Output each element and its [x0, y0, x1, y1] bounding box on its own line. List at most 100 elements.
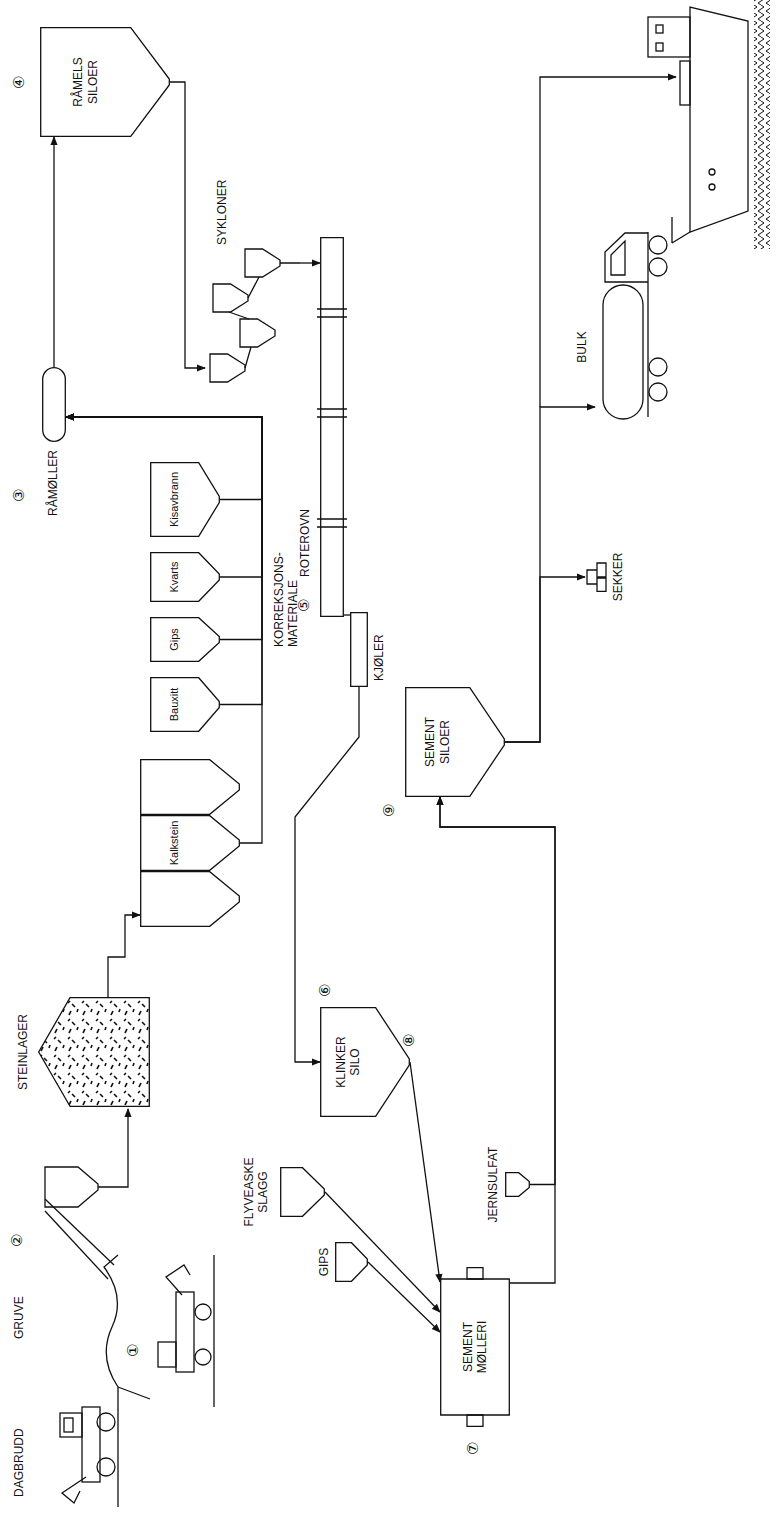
clinker-silo-outline: [321, 1008, 410, 1117]
cement-mill-outline: [467, 1415, 483, 1426]
flow-line: [66, 417, 262, 640]
clinker-cooler: KJØLER: [350, 612, 368, 687]
material-hopper-outline: [151, 553, 220, 602]
mine-loader: [166, 1265, 190, 1295]
rotary-kiln-outline: [317, 238, 347, 617]
text-holder: RÅMØLLER: [46, 450, 60, 516]
node-label: Kisavbrann: [168, 472, 181, 527]
text-holder: SEMENT MØLLERI: [440, 1279, 510, 1415]
node-heading: SEKKER: [611, 547, 625, 607]
flow-line: [170, 82, 205, 368]
flow-line: [66, 417, 262, 843]
material-hopper-outline: [151, 678, 220, 732]
mine-loader: [158, 1265, 211, 1372]
node-heading: RÅMØLLER: [46, 450, 60, 516]
additive-hopper-outline: [336, 1243, 368, 1282]
truck-wheel: [649, 383, 667, 401]
material-hopper-outline: [151, 463, 220, 537]
additive-hopper: JERNSULFAT: [505, 1172, 530, 1197]
material-hopper-shape: [150, 617, 220, 662]
text-holder: SYKLONER: [215, 180, 229, 245]
text-holder: GIPS: [317, 1237, 331, 1287]
water: [754, 0, 770, 249]
cement-silo-shape: [405, 687, 505, 797]
node-heading: ROTEROVN: [298, 509, 312, 577]
truck-wheel: [649, 358, 667, 376]
open-pit-loader: [60, 1407, 115, 1503]
additive-hopper: FLYVEASKE SLAGG: [280, 1167, 325, 1217]
raw-meal-silo-outline: [41, 28, 170, 137]
additive-hopper-outline: [506, 1173, 530, 1197]
cyclone-tower-outline: [210, 249, 300, 382]
ship-feed-line: [540, 77, 676, 407]
silo-group-outline: [141, 816, 240, 871]
silo-group: Kalkstein: [140, 759, 240, 927]
flow-line: [66, 417, 262, 500]
node-heading: FLYVEASKE SLAGG: [242, 1147, 271, 1237]
cargo-ship: [672, 217, 690, 243]
raw-mill-outline: [43, 368, 66, 442]
crusher-hopper: [45, 1167, 98, 1207]
rotary-kiln-outline: [317, 519, 347, 527]
silo-group-shape: [140, 759, 240, 927]
storage-building-shape: [38, 997, 150, 1107]
conveyor-line: [45, 1211, 108, 1279]
flow-line: [368, 1262, 440, 1332]
rotary-kiln-shape: [320, 237, 344, 617]
bulk-truck-outline: [603, 232, 667, 419]
text-holder: ROTEROVN: [298, 509, 312, 577]
callout-number: ②: [10, 1234, 25, 1247]
clinker-silo-outline: [321, 1008, 410, 1117]
text-holder: Kisavbrann: [150, 462, 199, 537]
silo-group-outline: [141, 760, 240, 815]
callout-number: ④: [12, 76, 27, 89]
storage-building: STEINLAGER: [38, 997, 150, 1107]
node-label: Bauxitt: [168, 688, 181, 722]
ship-feed-line: [540, 77, 676, 407]
cargo-ship: [709, 169, 715, 175]
open-pit-loader: [64, 1418, 73, 1432]
rotary-kiln-outline: [317, 409, 347, 417]
mine-loader: [176, 1292, 194, 1372]
cement-mill-outline: [467, 1268, 483, 1279]
flow-line: [440, 797, 555, 1185]
conveyor-line: [45, 1199, 114, 1265]
cargo-ship: [656, 43, 663, 51]
material-hopper-outline: [151, 463, 220, 537]
cargo-ship: [648, 17, 690, 57]
mine-ground: [104, 1255, 214, 1507]
truck-wheel: [649, 258, 667, 276]
flow-line: [53, 137, 54, 367]
node-label: Kvarts: [168, 561, 181, 592]
kiln-cooler-joint: [344, 614, 350, 615]
crusher-hopper: [98, 1109, 128, 1187]
material-hopper: Gips: [150, 617, 220, 662]
open-pit-loader: [60, 1413, 82, 1437]
cargo-ship: [709, 184, 715, 190]
node-label: SEMENT MØLLERI: [461, 1307, 490, 1387]
additive-hopper-shape: [505, 1172, 530, 1197]
flow-line: [440, 797, 555, 1283]
additive-hopper-outline: [281, 1168, 325, 1217]
cyclone-tower-outline: [210, 354, 245, 382]
cargo-ship: [656, 25, 663, 33]
rotary-kiln: ROTEROVN: [320, 237, 344, 617]
material-hopper-outline: [151, 618, 220, 662]
mine-loader: [158, 1342, 176, 1367]
text-holder: FLYVEASKE SLAGG: [242, 1147, 271, 1237]
flow-line: [66, 417, 262, 705]
node-heading: STEINLAGER: [16, 997, 30, 1107]
text-holder: Gips: [150, 617, 199, 662]
text-holder: SEKKER: [611, 547, 625, 607]
sack-stack: SEKKER: [585, 562, 607, 592]
cyclone-tower-outline: [240, 319, 275, 347]
open-pit-loader: [62, 1477, 86, 1503]
bulk-truck-outline: [605, 232, 648, 417]
text-holder: SEMENT SILOER: [405, 687, 470, 797]
kiln-cooler-joint: [344, 614, 350, 615]
node-label: Gips: [168, 628, 181, 651]
callout-number: ⑥: [318, 984, 333, 997]
material-hopper: Bauxitt: [150, 677, 220, 732]
rotary-kiln-outline: [321, 238, 344, 617]
